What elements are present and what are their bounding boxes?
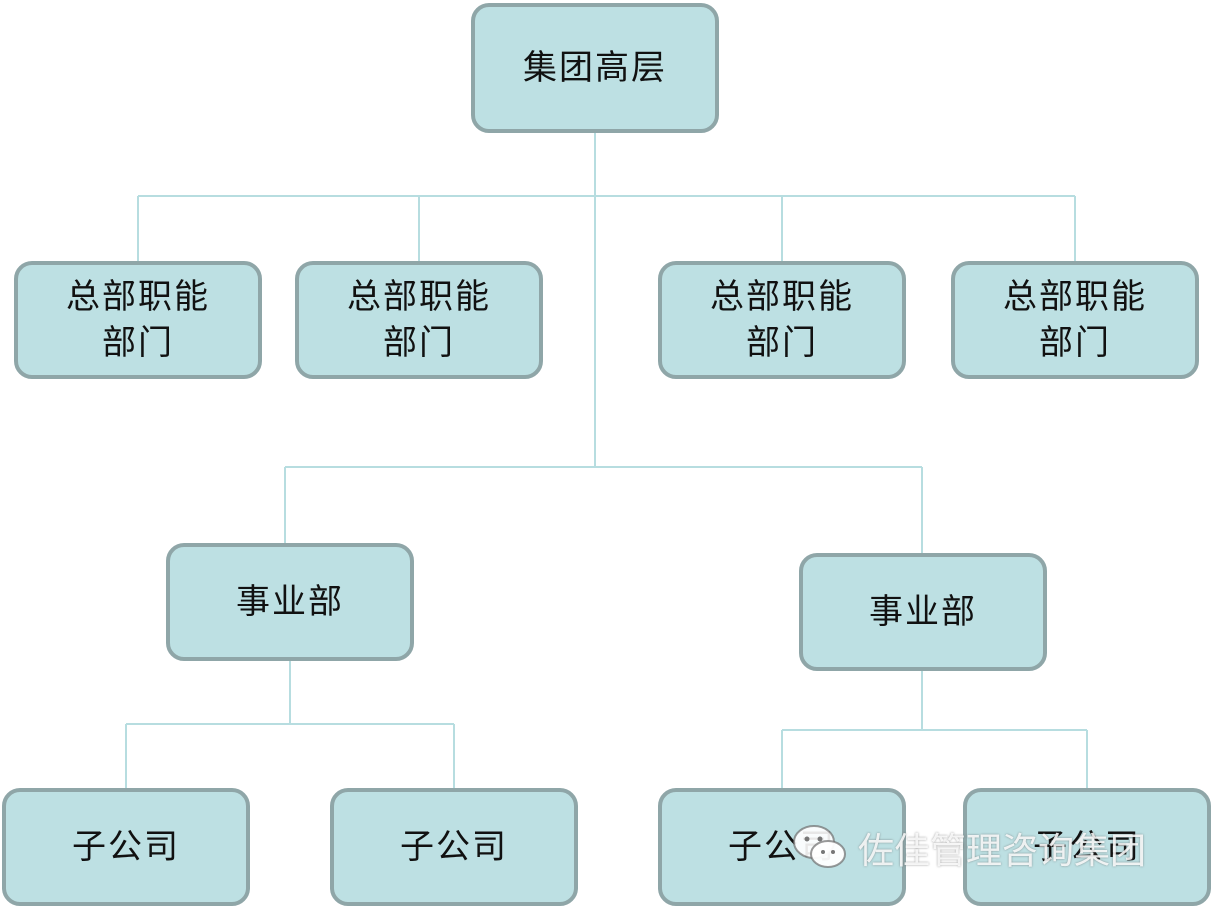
department-label-line1: 总部职能 bbox=[710, 277, 854, 317]
root-node: 集团高层 bbox=[471, 3, 719, 133]
subsidiary-node: 子公司 bbox=[658, 788, 906, 906]
subsidiary-node: 子公司 bbox=[963, 788, 1211, 906]
subsidiary-node: 子公司 bbox=[330, 788, 578, 906]
root-node-label: 集团高层 bbox=[523, 48, 667, 88]
department-label-line2: 部门 bbox=[746, 323, 818, 363]
subsidiary-node: 子公司 bbox=[2, 788, 250, 906]
wechat-icon bbox=[793, 825, 846, 868]
division-label: 事业部 bbox=[236, 582, 344, 622]
department-label-line2: 部门 bbox=[1039, 323, 1111, 363]
department-label-line2: 部门 bbox=[102, 323, 174, 363]
subsidiary-label: 子公司 bbox=[400, 827, 508, 867]
division-label: 事业部 bbox=[869, 592, 977, 632]
subsidiary-label: 子公司 bbox=[72, 827, 180, 867]
department-node: 总部职能 部门 bbox=[14, 261, 262, 379]
division-node: 事业部 bbox=[799, 553, 1047, 671]
department-node: 总部职能 部门 bbox=[295, 261, 543, 379]
department-node: 总部职能 部门 bbox=[951, 261, 1199, 379]
watermark: 佐佳管理咨询集团 bbox=[790, 820, 1146, 876]
department-label-line1: 总部职能 bbox=[66, 277, 210, 317]
watermark-text: 佐佳管理咨询集团 bbox=[858, 831, 1147, 872]
department-node: 总部职能 部门 bbox=[658, 261, 906, 379]
department-label-line2: 部门 bbox=[383, 323, 455, 363]
subsidiary-label: 子公司 bbox=[1033, 827, 1141, 867]
department-label-line1: 总部职能 bbox=[347, 277, 491, 317]
division-node: 事业部 bbox=[166, 543, 414, 661]
department-label-line1: 总部职能 bbox=[1003, 277, 1147, 317]
